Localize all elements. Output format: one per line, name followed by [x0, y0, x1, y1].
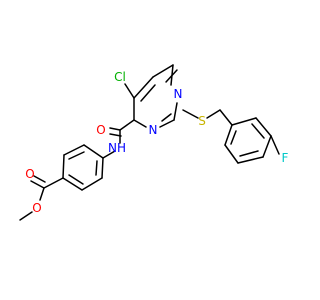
bond	[230, 130, 237, 145]
bond	[102, 150, 116, 159]
bond	[224, 124, 233, 146]
bond	[119, 119, 135, 131]
atom-label-oxygen: O	[25, 167, 34, 181]
atom-label-sulfur: S	[198, 114, 206, 128]
bond	[152, 64, 174, 78]
bond	[43, 177, 64, 189]
bond	[62, 154, 65, 179]
bond	[140, 84, 156, 102]
bond	[206, 109, 221, 119]
bond	[219, 109, 233, 126]
bond	[109, 133, 122, 137]
bond	[39, 187, 45, 201]
bond	[173, 102, 178, 121]
bond	[81, 177, 103, 191]
bond	[251, 123, 265, 139]
bond	[161, 113, 172, 122]
bond	[133, 76, 154, 99]
bond	[33, 175, 46, 183]
bond	[237, 156, 264, 164]
atom-label-oxygen: O	[32, 201, 41, 215]
bond	[68, 174, 84, 185]
atom-label-nitrogen: N	[149, 123, 158, 137]
bond	[133, 119, 147, 128]
atom-labels: Cl N N S F O NH O O	[25, 70, 288, 215]
bond	[159, 119, 175, 128]
bond	[262, 135, 272, 158]
bond	[109, 127, 121, 131]
bond	[101, 157, 104, 179]
bond	[83, 144, 104, 159]
atom-label-fluorine: F	[282, 151, 289, 165]
atom-label-oxygen: O	[96, 123, 105, 137]
bond	[95, 160, 98, 176]
bond	[68, 151, 85, 160]
bond	[224, 144, 239, 164]
bond	[170, 64, 174, 86]
bond	[62, 177, 83, 191]
molecule-structure: Cl N N S F O NH O O	[19, 64, 289, 221]
bond	[124, 83, 135, 99]
bond	[255, 117, 272, 137]
bond	[239, 150, 259, 157]
atom-label-nitrogen: N	[174, 87, 183, 101]
atom-label-chlorine: Cl	[114, 70, 126, 84]
bond	[19, 211, 33, 221]
bond	[182, 109, 199, 119]
bond	[270, 135, 280, 155]
bonds	[19, 64, 280, 221]
atom-label-amine: NH	[108, 141, 126, 155]
bond	[63, 144, 85, 156]
bond	[30, 180, 45, 189]
bond	[231, 117, 257, 126]
